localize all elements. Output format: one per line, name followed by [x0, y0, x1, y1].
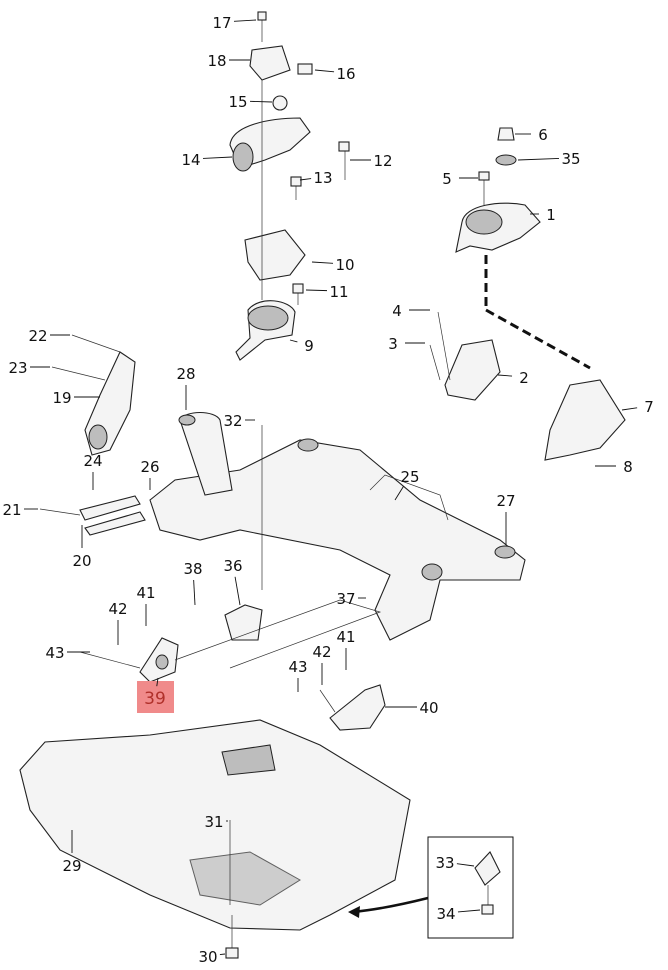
- leader-line-14: [202, 156, 233, 159]
- callout-label-36: 36: [223, 557, 242, 575]
- subframe: [149, 411, 526, 641]
- leader-line-35: [517, 158, 560, 161]
- callout-label-21: 21: [2, 501, 21, 519]
- leader-line-9: [289, 339, 298, 343]
- highlighted-callout-box: [137, 681, 174, 713]
- callout-label-27: 27: [496, 492, 515, 510]
- callout-label-22: 22: [28, 327, 47, 345]
- callout-label-37: 37: [336, 590, 355, 608]
- callout-label-26: 26: [140, 458, 159, 476]
- leader-line-33: [456, 863, 475, 867]
- callout-label-4: 4: [392, 302, 402, 320]
- callout-label-19: 19: [52, 389, 71, 407]
- leader-line-7: [621, 407, 638, 411]
- leader-line-16: [314, 69, 335, 73]
- leader-line-38: [193, 579, 196, 606]
- callout-label-28: 28: [176, 365, 195, 383]
- leader-line-30: [219, 953, 226, 956]
- callout-label-13: 13: [313, 169, 332, 187]
- callout-label-43: 43: [288, 658, 307, 676]
- leader-line-15: [249, 100, 273, 103]
- callout-label-15: 15: [228, 93, 247, 111]
- callout-label-40: 40: [419, 699, 438, 717]
- callout-label-24: 24: [83, 452, 102, 470]
- callout-label-11: 11: [329, 283, 348, 301]
- callout-label-23: 23: [8, 359, 27, 377]
- underbody-shield: [19, 719, 411, 959]
- callout-label-32: 32: [223, 412, 242, 430]
- callout-label-10: 10: [335, 256, 354, 274]
- leader-line-25: [394, 485, 405, 501]
- callout-label-8: 8: [623, 458, 633, 476]
- callout-label-41: 41: [336, 628, 355, 646]
- callout-label-34: 34: [436, 905, 455, 923]
- callout-label-39: 39: [144, 689, 166, 709]
- callout-label-6: 6: [538, 126, 548, 144]
- callout-label-12: 12: [373, 152, 392, 170]
- leader-line-39: [156, 677, 159, 687]
- callout-label-31: 31: [204, 813, 223, 831]
- callout-label-16: 16: [336, 65, 355, 83]
- leader-line-34: [457, 909, 481, 913]
- callout-label-1: 1: [546, 206, 556, 224]
- detail-inset: [348, 836, 514, 939]
- leader-line-11: [305, 289, 328, 292]
- callout-label-20: 20: [72, 552, 91, 570]
- callout-label-5: 5: [442, 170, 452, 188]
- leader-line-36: [234, 576, 241, 606]
- callout-label-42: 42: [312, 643, 331, 661]
- leader-line-13: [299, 178, 312, 181]
- callout-label-18: 18: [207, 52, 226, 70]
- callout-label-38: 38: [183, 560, 202, 578]
- callout-label-2: 2: [519, 369, 529, 387]
- left-bracket: [39, 334, 146, 536]
- callout-label-17: 17: [212, 14, 231, 32]
- callout-label-14: 14: [181, 151, 200, 169]
- engine-mount-right: [429, 127, 626, 461]
- callout-label-33: 33: [435, 854, 454, 872]
- engine-mount-upper: [229, 11, 350, 361]
- callout-label-42: 42: [108, 600, 127, 618]
- leader-line-2: [497, 374, 513, 377]
- callout-label-35: 35: [561, 150, 580, 168]
- callout-label-25: 25: [400, 468, 419, 486]
- leader-line-17: [233, 19, 257, 22]
- callout-label-41: 41: [136, 584, 155, 602]
- callout-label-7: 7: [644, 398, 654, 416]
- callout-label-30: 30: [198, 948, 217, 966]
- callout-label-43: 43: [45, 644, 64, 662]
- callout-label-9: 9: [304, 337, 314, 355]
- callout-label-3: 3: [388, 335, 398, 353]
- lower-brackets: [79, 599, 386, 731]
- callout-label-29: 29: [62, 857, 81, 875]
- leader-line-10: [311, 261, 334, 264]
